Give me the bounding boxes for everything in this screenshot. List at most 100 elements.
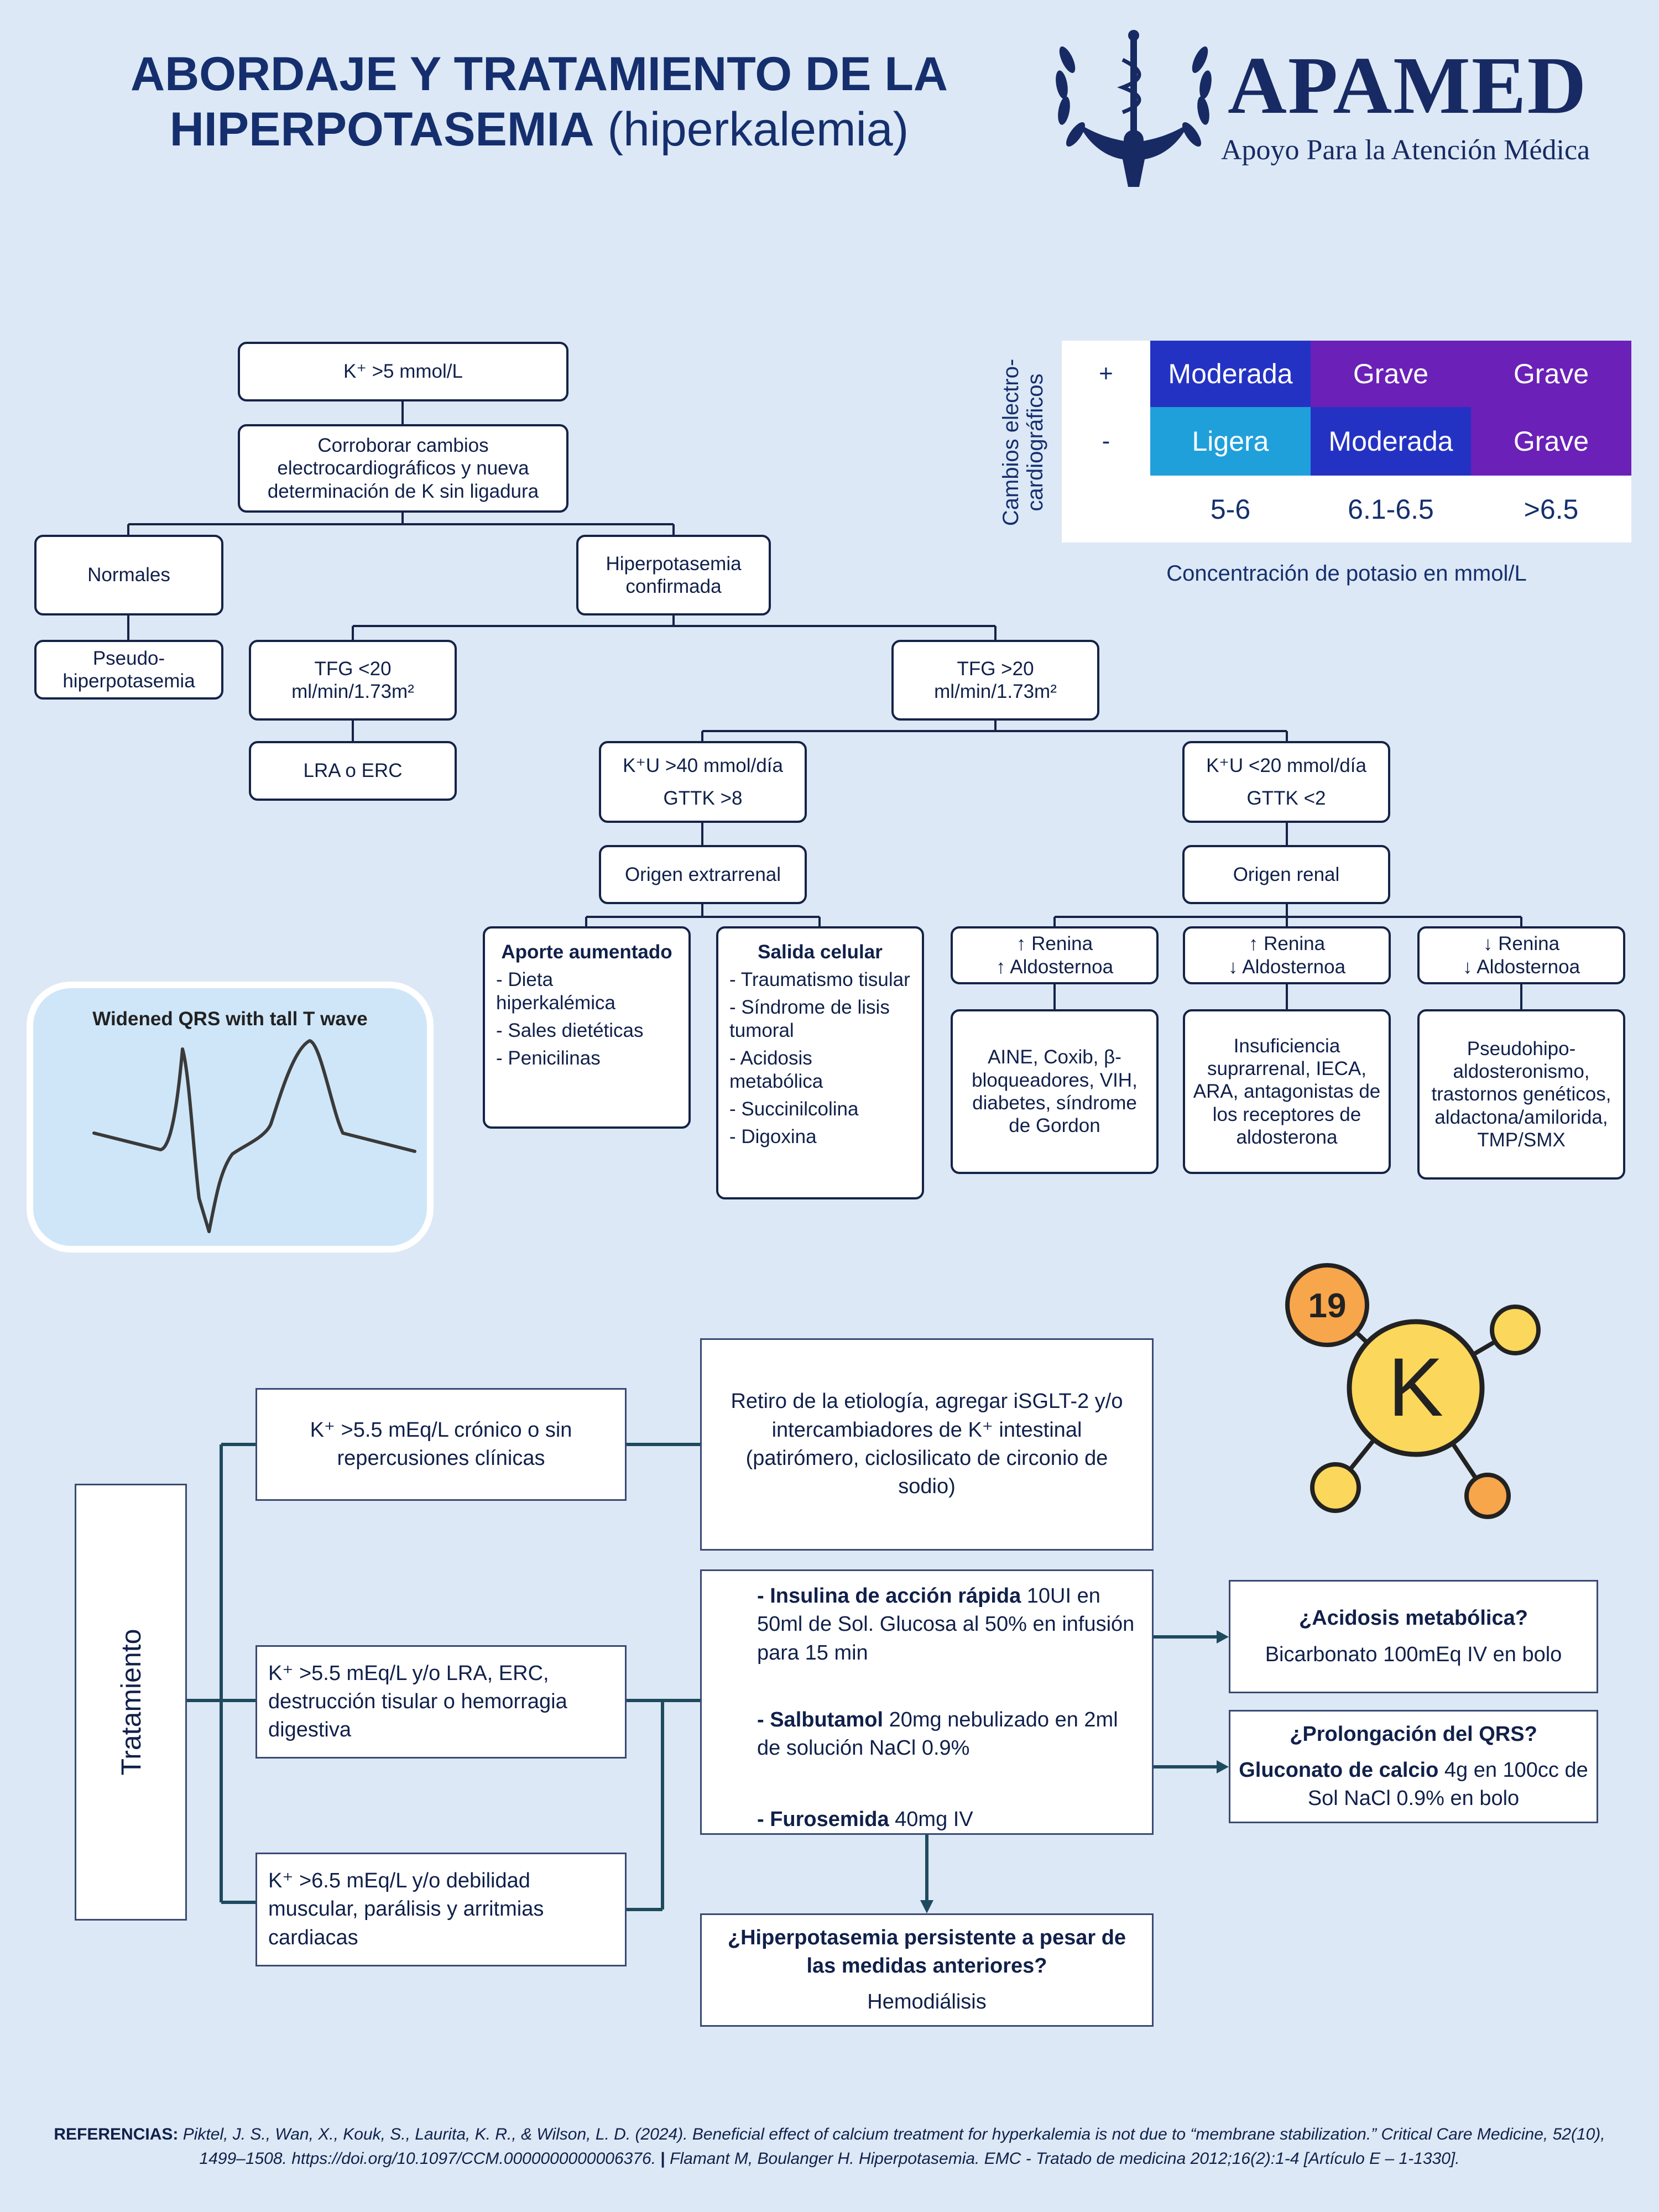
title-bold: HIPERPOTASEMIA — [169, 102, 594, 156]
persistent-box: ¿Hiperpotasemia persistente a pesar de l… — [700, 1913, 1154, 2027]
furosemida-dose: 40mg IV — [889, 1808, 973, 1832]
severity-ylabel: Cambios electro-cardiográficos — [990, 343, 1056, 542]
tfg-low-line2: ml/min/1.73m² — [291, 681, 414, 702]
references: REFERENCIAS: Piktel, J. S., Wan, X., Kou… — [33, 2122, 1626, 2171]
column-label: 6.1-6.5 — [1348, 493, 1434, 525]
title-line-2: HIPERPOTASEMIA (hiperkalemia) — [83, 102, 995, 158]
qrs-question: ¿Prolongación del QRS? — [1290, 1722, 1537, 1746]
cell-neg-moderada: Moderada — [1311, 407, 1471, 476]
insulin-item: - Insulina de acción rápida 10UI en 50ml… — [757, 1582, 1139, 1667]
salbutamol-name: - Salbutamol — [757, 1708, 884, 1731]
tfg-high-line1: TFG >20 — [957, 658, 1034, 680]
cell-neg-ligera: Ligera — [1150, 407, 1311, 476]
aporte-box: Aporte aumentado - Dieta hiperkalémica -… — [483, 926, 691, 1129]
salida-item: - Digoxina — [729, 1126, 817, 1147]
ku-high-line2: GTTK >8 — [663, 787, 743, 809]
references-label: REFERENCIAS: — [54, 2125, 179, 2143]
lra-erc-box: LRA o ERC — [249, 741, 457, 801]
treatment-label: Tratamiento — [115, 1629, 147, 1776]
renin-low-aldo-low-box: ↓ Renina ↓ Aldosternoa — [1417, 926, 1625, 984]
salida-title: Salida celular — [758, 941, 883, 963]
renin1-line2: ↑ Aldosternoa — [995, 956, 1114, 978]
normales-box: Normales — [34, 535, 223, 615]
salida-box: Salida celular - Traumatismo tisular - S… — [716, 926, 924, 1199]
ku-high-line1: K⁺U >40 mmol/día — [623, 754, 783, 776]
ecg-panel: Widened QRS with tall T wave — [27, 982, 434, 1253]
case2-box: K⁺ >5.5 mEq/L y/o LRA, ERC, destrucción … — [255, 1645, 627, 1759]
caduceus-eagle-logo-icon — [1056, 30, 1212, 187]
tfg-high-line2: ml/min/1.73m² — [934, 681, 1057, 702]
salbutamol-item: - Salbutamol 20mg nebulizado en 2ml de s… — [757, 1706, 1139, 1763]
furosemida-name: - Furosemida — [757, 1808, 889, 1832]
cause1-box: AINE, Coxib, β-bloqueadores, VIH, diabet… — [951, 1009, 1159, 1174]
cell-pos-moderada: Moderada — [1150, 341, 1311, 407]
reference-separator: | — [656, 2149, 670, 2168]
qrs-drug: Gluconato de calcio — [1239, 1758, 1439, 1782]
title-line-1: ABORDAJE Y TRATAMIENTO DE LA — [130, 48, 948, 101]
cell-pos-grave: Grave — [1471, 341, 1631, 407]
chronic-action-box: Retiro de la etiología, agregar iSGLT-2 … — [700, 1338, 1154, 1551]
brand-name: APAMED — [1228, 40, 1588, 131]
reference-1: Piktel, J. S., Wan, X., Kouk, S., Laurit… — [178, 2125, 1605, 2168]
column-label: 5-6 — [1210, 493, 1251, 525]
cause2-box: Insuficiencia suprarrenal, IECA, ARA, an… — [1183, 1009, 1391, 1174]
persistent-question: ¿Hiperpotasemia persistente a pesar de l… — [727, 1926, 1126, 1978]
ku-low-line2: GTTK <2 — [1246, 787, 1326, 809]
k-high-box: K⁺ >5 mmol/L — [238, 342, 568, 401]
salida-item: - Traumatismo tisular — [729, 969, 910, 990]
case1-box: K⁺ >5.5 mEq/L crónico o sin repercusione… — [255, 1388, 627, 1501]
ecg-title: Widened QRS with tall T wave — [92, 1008, 368, 1030]
row-positive-label: + — [1099, 360, 1113, 387]
acidosis-question: ¿Acidosis metabólica? — [1299, 1606, 1528, 1630]
aporte-item: - Dieta hiperkalémica — [496, 969, 615, 1014]
ku-low-box: K⁺U <20 mmol/día GTTK <2 — [1182, 741, 1390, 823]
renin1-line1: ↑ Renina — [1016, 933, 1093, 955]
salida-item: - Acidosis metabólica — [729, 1047, 823, 1092]
aporte-item: - Penicilinas — [496, 1047, 601, 1069]
cell-pos-grave: Grave — [1311, 341, 1471, 407]
tfg-low-line1: TFG <20 — [314, 658, 392, 680]
renin2-line2: ↓ Aldosternoa — [1228, 956, 1346, 978]
furosemida-item: - Furosemida 40mg IV — [757, 1806, 973, 1834]
confirmada-box: Hiperpotasemia confirmada — [576, 535, 771, 615]
insulin-dose: 10UI en 50ml de Sol. Glucosa al 50% en i… — [757, 1584, 1135, 1665]
renin-high-aldo-low-box: ↑ Renina ↓ Aldosternoa — [1183, 926, 1391, 984]
qrs-answer: Gluconato de calcio 4g en 100cc de Sol N… — [1238, 1756, 1589, 1813]
extrarenal-box: Origen extrarrenal — [599, 845, 807, 904]
cell-neg-grave: Grave — [1471, 407, 1631, 476]
potassium-atom-icon: 19 K — [1285, 1263, 1541, 1519]
aporte-title: Aporte aumentado — [501, 941, 672, 963]
tfg-high-box: TFG >20 ml/min/1.73m² — [891, 640, 1099, 721]
ku-low-line1: K⁺U <20 mmol/día — [1206, 754, 1366, 776]
acute-measures-box: - Insulina de acción rápida 10UI en 50ml… — [700, 1569, 1154, 1835]
severity-ylabel-text: Cambios electro-cardiográficos — [999, 358, 1047, 526]
element-symbol: K — [1388, 1340, 1443, 1433]
column-label: >6.5 — [1524, 493, 1579, 525]
treatment-label-box: Tratamiento — [75, 1484, 187, 1921]
salbutamol-dose: 20mg nebulizado en 2ml de solución NaCl … — [757, 1708, 1118, 1760]
renin3-line1: ↓ Renina — [1483, 933, 1560, 955]
salida-item: - Síndrome de lisis tumoral — [729, 997, 890, 1041]
page-title: ABORDAJE Y TRATAMIENTO DE LA HIPERPOTASE… — [83, 47, 995, 158]
pseudo-box: Pseudo-hiperpotasemia — [34, 640, 223, 700]
renin3-line2: ↓ Aldosternoa — [1462, 956, 1580, 978]
renal-box: Origen renal — [1182, 845, 1390, 904]
acidosis-box: ¿Acidosis metabólica? Bicarbonato 100mEq… — [1229, 1580, 1598, 1693]
qrs-box: ¿Prolongación del QRS? Gluconato de calc… — [1229, 1710, 1598, 1823]
persistent-answer: Hemodiálisis — [867, 1990, 987, 2014]
row-negative-label: - — [1102, 427, 1110, 455]
title-light: (hiperkalemia) — [594, 102, 909, 156]
reference-2: Flamant M, Boulanger H. Hiperpotasemia. … — [670, 2149, 1460, 2168]
cause3-box: Pseudohipo-aldosteronismo, trastornos ge… — [1417, 1009, 1625, 1180]
renin2-line1: ↑ Renina — [1248, 933, 1326, 955]
salida-item: - Succinilcolina — [729, 1098, 859, 1120]
ecg-waveform-icon — [92, 1039, 416, 1233]
atomic-number: 19 — [1308, 1287, 1347, 1325]
aporte-item: - Sales dietéticas — [496, 1020, 644, 1041]
renin-high-aldo-high-box: ↑ Renina ↑ Aldosternoa — [951, 926, 1159, 984]
brand-tagline: Apoyo Para la Atención Médica — [1221, 134, 1590, 166]
tfg-low-box: TFG <20 ml/min/1.73m² — [249, 640, 457, 721]
qrs-dose: 4g en 100cc de Sol NaCl 0.9% en bolo — [1307, 1758, 1588, 1811]
corroborate-box: Corroborar cambios electrocardiográficos… — [238, 424, 568, 513]
case3-box: K⁺ >6.5 mEq/L y/o debilidad muscular, pa… — [255, 1853, 627, 1966]
